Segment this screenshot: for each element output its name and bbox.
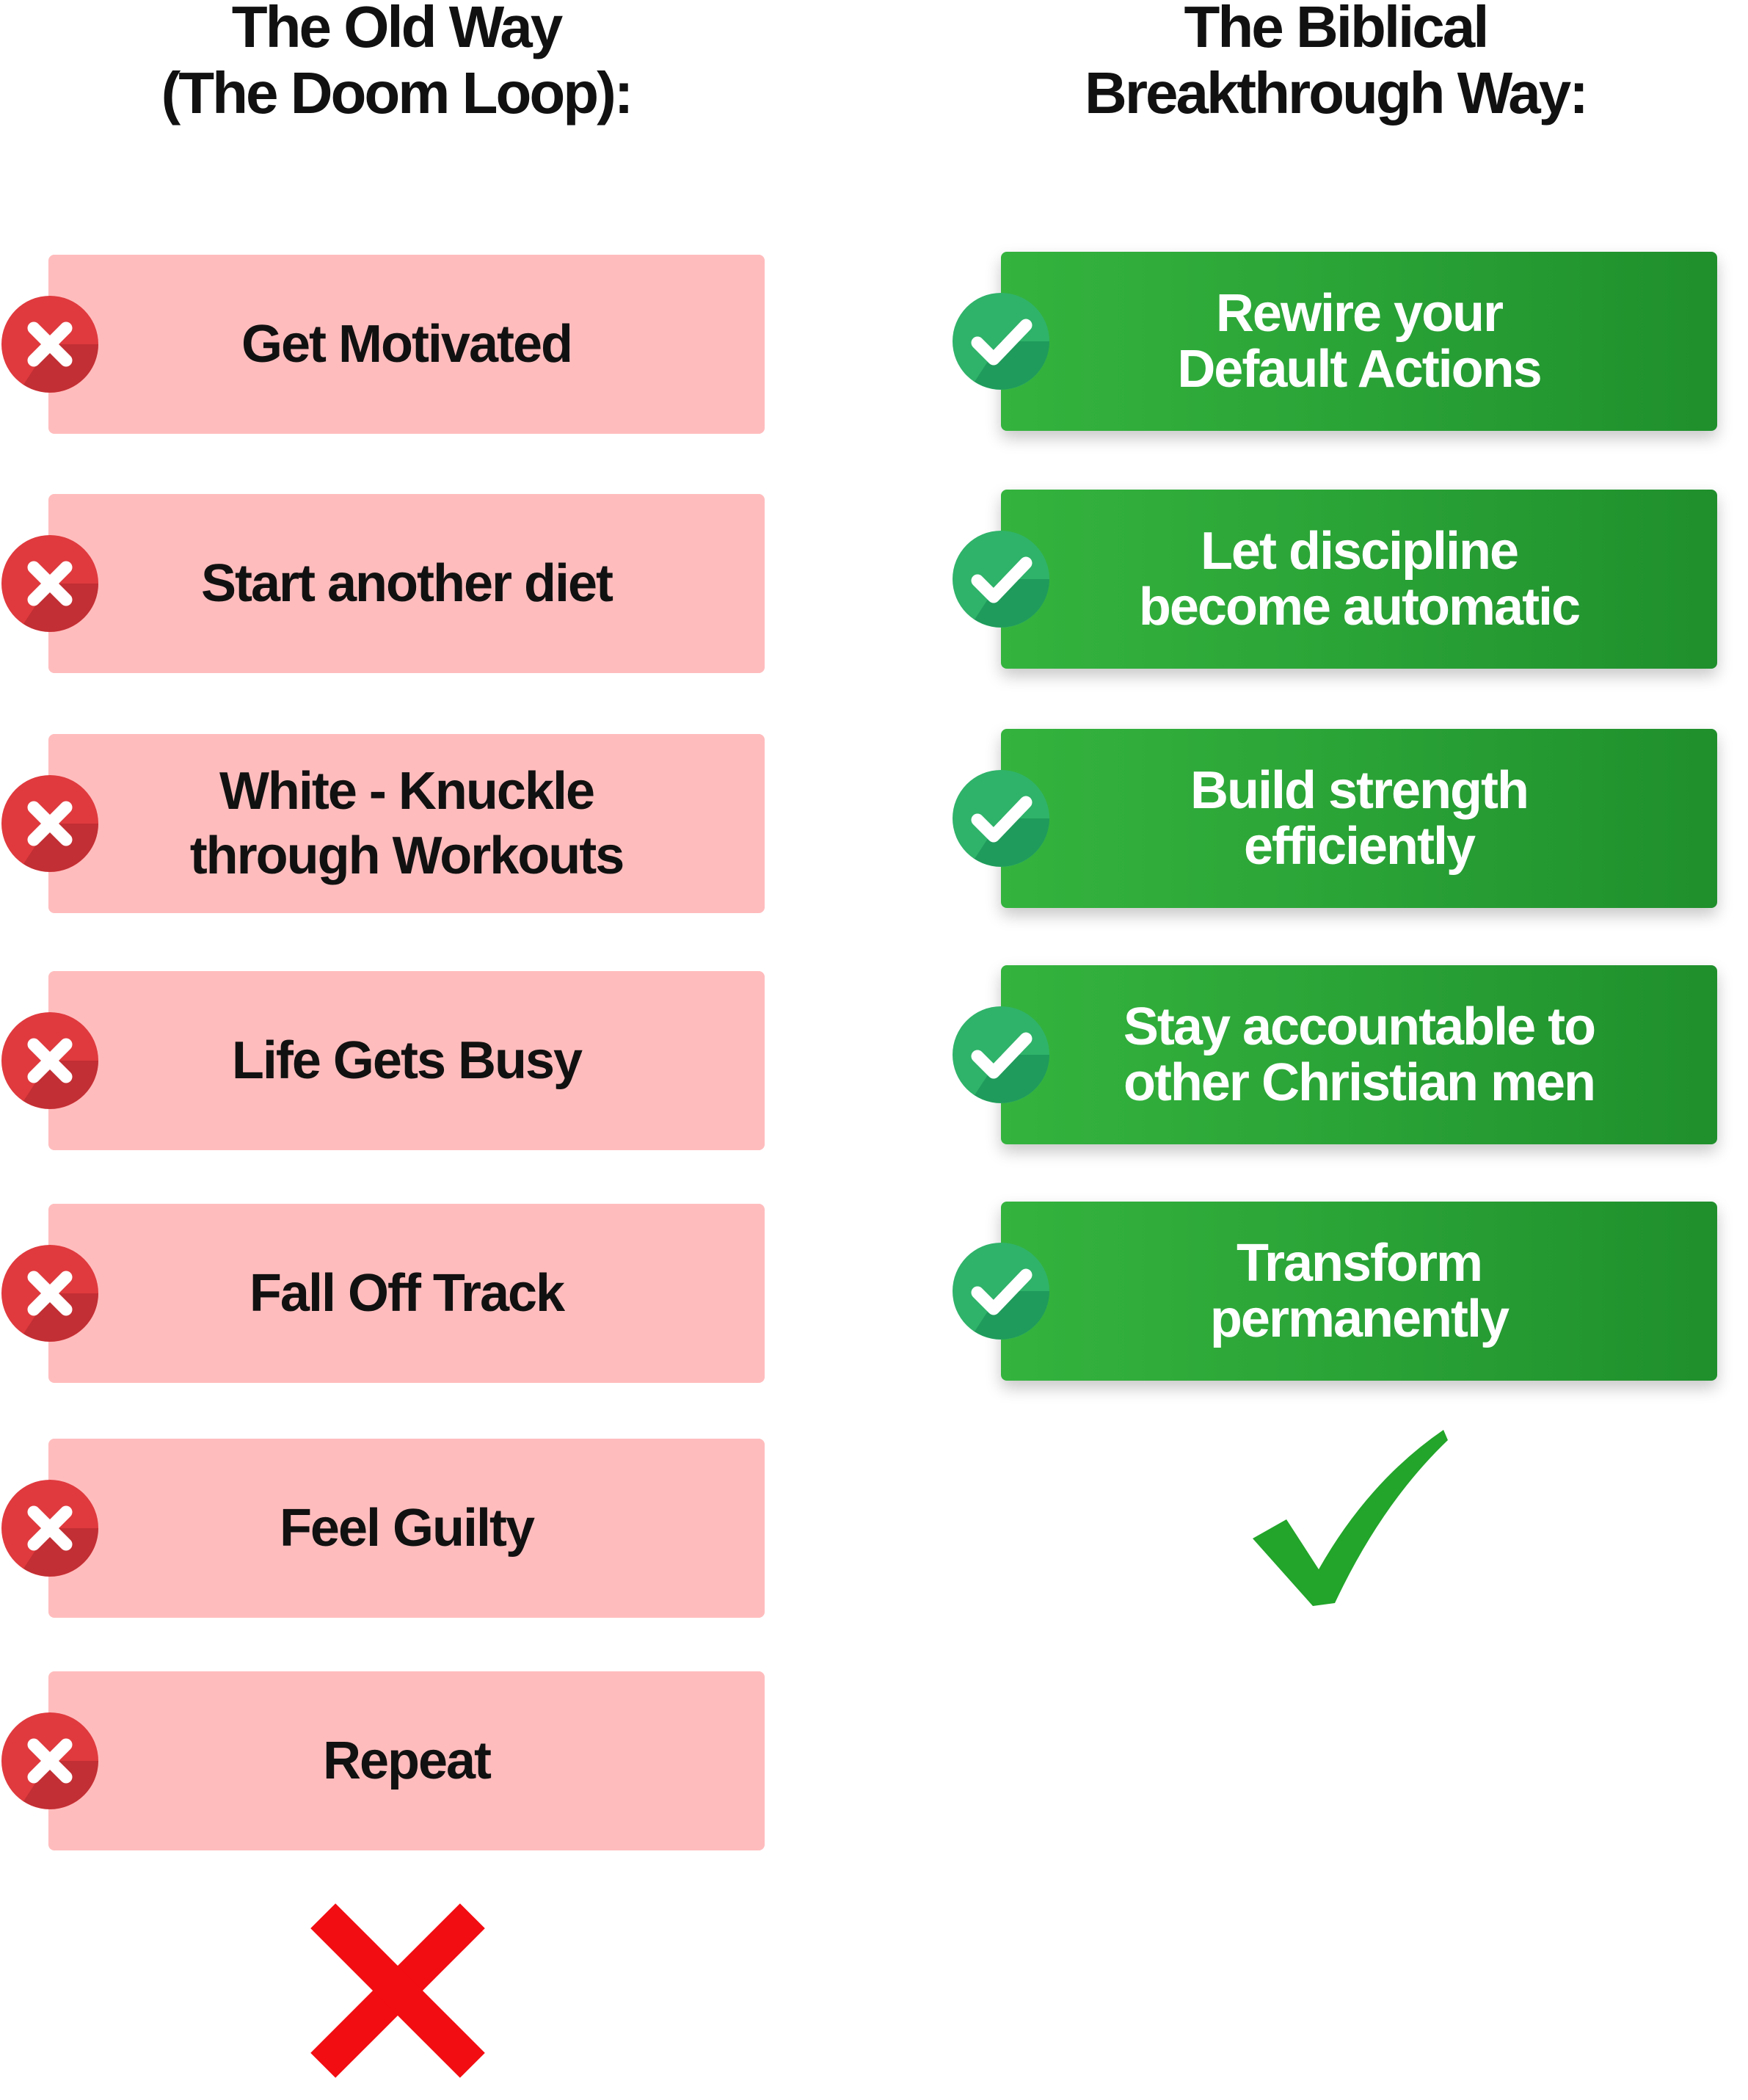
item-text: Repeat bbox=[294, 1729, 520, 1793]
green-check-circle-icon bbox=[953, 770, 1049, 867]
item-text: Feel Guilty bbox=[250, 1496, 563, 1561]
item-text-line: efficiently bbox=[1243, 817, 1476, 876]
biblical-way-title: The Biblical Breakthrough Way: bbox=[1042, 0, 1629, 126]
item-text-line: Repeat bbox=[322, 1732, 492, 1790]
old-way-title: The Old Way (The Doom Loop): bbox=[103, 0, 690, 126]
red-x-circle-icon bbox=[1, 1480, 98, 1577]
item-text-line: Let discipline bbox=[1200, 522, 1519, 581]
item-text-line: Get Motivated bbox=[241, 315, 573, 374]
item-text-line: Stay accountable to bbox=[1123, 998, 1596, 1056]
item-text-line: permanently bbox=[1209, 1290, 1510, 1348]
item-text-line: White - Knuckle bbox=[219, 762, 595, 821]
item-text-line: Fall Off Track bbox=[249, 1264, 565, 1323]
old-way-item: Repeat bbox=[48, 1671, 765, 1850]
old-way-item: Fall Off Track bbox=[48, 1204, 765, 1383]
red-x-circle-icon bbox=[1, 775, 98, 872]
old-way-item: Start another diet bbox=[48, 494, 765, 673]
item-text-line: Transform bbox=[1236, 1234, 1483, 1293]
item-text-line: other Christian men bbox=[1123, 1053, 1596, 1112]
item-text-line: through Workouts bbox=[189, 826, 625, 885]
item-text: Life Gets Busy bbox=[203, 1028, 611, 1093]
item-text-line: Default Actions bbox=[1177, 340, 1542, 399]
big-red-x-icon bbox=[307, 1900, 489, 2082]
red-x-circle-icon bbox=[1, 535, 98, 632]
red-x-circle-icon bbox=[1, 1012, 98, 1109]
item-text-line: Rewire your bbox=[1215, 284, 1504, 343]
red-x-circle-icon bbox=[1, 1712, 98, 1809]
old-way-item: Get Motivated bbox=[48, 255, 765, 434]
old-way-item: Life Gets Busy bbox=[48, 971, 765, 1150]
item-text: Start another diet bbox=[172, 551, 641, 616]
item-text: Get Motivated bbox=[212, 312, 601, 377]
item-text-line: Feel Guilty bbox=[279, 1499, 535, 1558]
biblical-way-title-line-2: Breakthrough Way: bbox=[1085, 60, 1589, 126]
old-way-title-line-2: (The Doom Loop): bbox=[161, 60, 634, 126]
item-text-line: Start another diet bbox=[200, 554, 613, 613]
item-text: Fall Off Track bbox=[220, 1261, 593, 1326]
item-text-line: become automatic bbox=[1138, 578, 1581, 636]
green-check-circle-icon bbox=[953, 1243, 1049, 1340]
item-text-line: Build strength bbox=[1190, 761, 1529, 820]
biblical-way-title-line-1: The Biblical bbox=[1184, 0, 1490, 59]
old-way-title-line-1: The Old Way bbox=[231, 0, 564, 59]
red-x-circle-icon bbox=[1, 1245, 98, 1342]
red-x-circle-icon bbox=[1, 296, 98, 393]
old-way-item: Feel Guilty bbox=[48, 1439, 765, 1618]
big-green-check-icon bbox=[1251, 1430, 1448, 1606]
green-check-circle-icon bbox=[953, 1006, 1049, 1103]
green-check-circle-icon bbox=[953, 293, 1049, 390]
green-check-circle-icon bbox=[953, 531, 1049, 628]
item-text-line: Life Gets Busy bbox=[231, 1031, 583, 1090]
